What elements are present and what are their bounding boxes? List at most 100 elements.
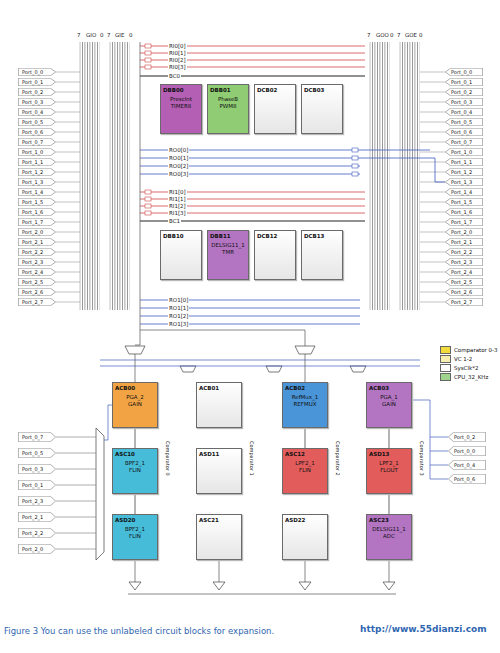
block-id: ASC21 [199, 517, 219, 523]
port-pin: Port_2_3 [18, 496, 56, 506]
block-id: ASD11 [199, 451, 219, 457]
comparator-label: Comparator 3 [419, 440, 425, 477]
pin-name: Port_2_4 [451, 270, 472, 275]
circuit-block: DBB01PhaseBPWM8 [207, 84, 249, 134]
signal-connector [305, 428, 306, 448]
port-pin: Port_0_5 [445, 118, 483, 126]
circuit-block: ASC10BPF2_1FLIN [112, 448, 158, 494]
bus-name: RI1[0] [168, 189, 187, 195]
bus-bit-label: 7 [76, 32, 82, 38]
bus-name: RI0[2] [168, 57, 187, 63]
module-name: FLIN [285, 467, 325, 473]
port-pin: Port_0_3 [445, 98, 483, 106]
block-id: DBB01 [210, 87, 231, 93]
pin-name: Port_0_1 [22, 483, 43, 488]
circuit-block: ASD11 [196, 448, 242, 494]
pin-name: Port_1_7 [451, 220, 472, 225]
port-pin: Port_0_2 [18, 88, 56, 96]
bus-name: BC0 [168, 73, 181, 79]
bus-switch [145, 44, 151, 215]
signal-connector [389, 428, 390, 448]
block-id: DBB00 [163, 87, 184, 93]
bus-bit-label: 0 [99, 32, 105, 38]
block-id: ACB02 [285, 385, 305, 391]
pin-name: Port_1_0 [22, 150, 43, 155]
pin-name: Port_0_3 [22, 467, 43, 472]
comparator-label: Comparator 1 [249, 440, 255, 477]
module-name: BPF2_1 [115, 460, 155, 466]
pin-name: Port_0_1 [451, 80, 472, 85]
row-output-bus [140, 150, 360, 324]
pin-name: Port_2_6 [22, 290, 43, 295]
legend-row: SysClk*2 [440, 363, 498, 372]
module-name: RefMux_1 [285, 394, 325, 400]
port-pin: Port_1_4 [18, 188, 56, 196]
block-id: ACB00 [115, 385, 135, 391]
port-pin: Port_1_1 [445, 158, 483, 166]
circuit-block: ACB03PGA_1GAIN [366, 382, 412, 428]
pin-name: Port_0_4 [454, 463, 475, 468]
circuit-block: ACB00PGA_2GAIN [112, 382, 158, 428]
legend-row: Comparator 0-3 [440, 345, 498, 354]
bus-name: RO0[1] [168, 155, 189, 161]
circuit-block: DCB03 [301, 84, 343, 134]
port-pin: Port_0_0 [445, 68, 483, 76]
port-pin: Port_1_2 [18, 168, 56, 176]
gie-bus [110, 42, 130, 310]
block-id: ASD20 [115, 517, 135, 523]
bus-bit-label: GIO [85, 32, 97, 38]
pin-name: Port_2_0 [22, 230, 43, 235]
bus-name: RI0[0] [168, 43, 187, 49]
block-id: ASC10 [115, 451, 135, 457]
module-name: FLIN [115, 533, 155, 539]
pin-name: Port_1_1 [22, 160, 43, 165]
bus-bit-label: GIE [114, 32, 125, 38]
pin-name: Port_1_3 [451, 180, 472, 185]
module-name: PhaseB [210, 96, 246, 102]
port-pin: Port_1_3 [18, 178, 56, 186]
pin-name: Port_2_2 [22, 531, 43, 536]
bus-bit-label: 0 [418, 32, 424, 38]
pin-name: Port_2_1 [22, 240, 43, 245]
port-pin: Port_0_2 [445, 88, 483, 96]
legend-text: VC 1-2 [454, 356, 472, 362]
port-pin: Port_0_5 [18, 118, 56, 126]
pin-name: Port_2_7 [22, 300, 43, 305]
circuit-block: DBB10 [160, 230, 202, 280]
goo-bus [370, 42, 390, 310]
port-pin: Port_2_0 [18, 544, 56, 554]
circuit-block: ASC12LPF2_1FLIN [282, 448, 328, 494]
pin-name: Port_1_2 [451, 170, 472, 175]
legend: Comparator 0-3VC 1-2SysClk*2CPU_32_KHz [440, 345, 498, 381]
row-input-bus [140, 46, 365, 213]
pin-name: Port_2_3 [451, 260, 472, 265]
pin-name: Port_1_7 [22, 220, 43, 225]
bus-name: RI0[3] [168, 64, 187, 70]
bus-name: RO0[3] [168, 171, 189, 177]
pin-name: Port_1_6 [22, 210, 43, 215]
pin-name: Port_0_6 [22, 130, 43, 135]
figure-caption: Figure 3 You can use the unlabeled circu… [4, 626, 274, 636]
pin-name: Port_1_0 [451, 150, 472, 155]
legend-swatch [440, 373, 451, 381]
module-name: PGA_1 [369, 394, 409, 400]
bus-bit-label: 0 [128, 32, 134, 38]
port-pin: Port_2_1 [18, 512, 56, 522]
pin-name: Port_1_5 [22, 200, 43, 205]
pin-name: Port_2_2 [451, 250, 472, 255]
pin-name: Port_2_7 [451, 300, 472, 305]
watermark: http://www.55dianzi.com [360, 624, 487, 634]
module-name: LPF2_1 [369, 460, 409, 466]
bus-bit-label: 7 [396, 32, 402, 38]
pin-name: Port_2_6 [451, 290, 472, 295]
pin-name: Port_0_5 [22, 120, 43, 125]
port-pin: Port_0_4 [445, 108, 483, 116]
port-pin: Port_0_7 [18, 138, 56, 146]
bus-name: BC1 [168, 218, 181, 224]
pin-name: Port_0_0 [22, 70, 43, 75]
circuit-block: ASD22 [282, 514, 328, 560]
port-pin: Port_0_6 [445, 128, 483, 136]
